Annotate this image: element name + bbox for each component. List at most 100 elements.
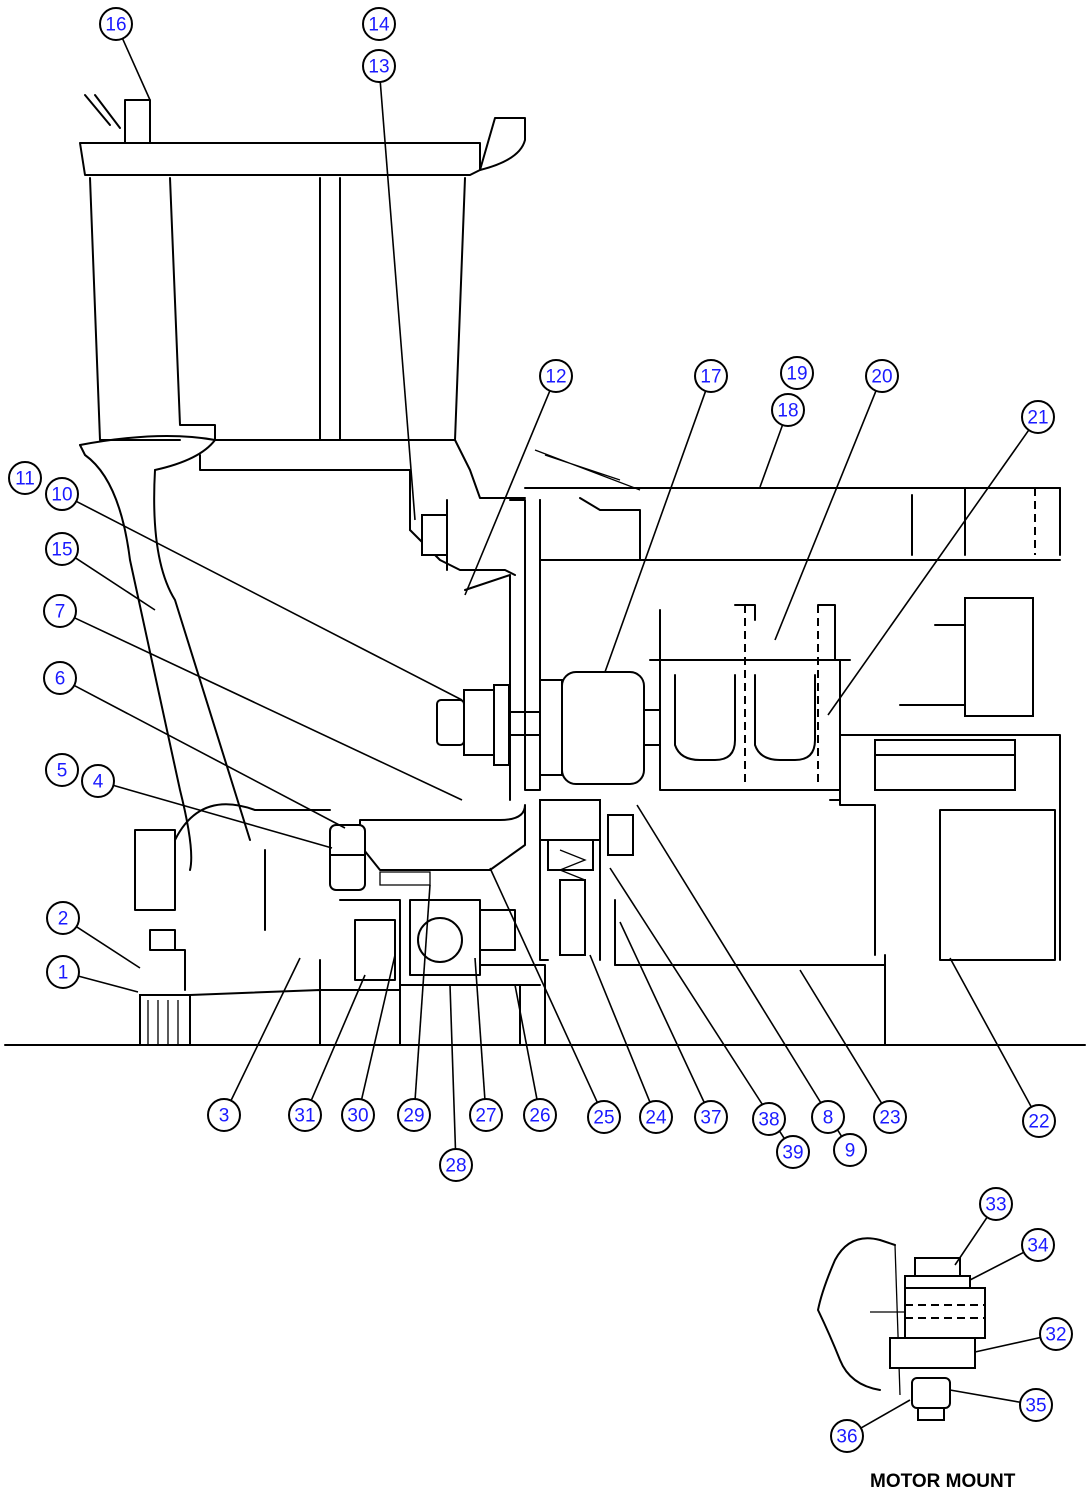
callout-32: 32	[1039, 1317, 1073, 1351]
leader-line-12	[464, 390, 551, 596]
callout-39: 39	[776, 1135, 810, 1169]
leader-line-15	[74, 557, 156, 611]
leader-line-36	[860, 1399, 911, 1429]
callout-13: 13	[362, 49, 396, 83]
leader-line-13	[379, 81, 416, 521]
callout-circle	[1021, 1228, 1055, 1262]
callout-circle	[1021, 400, 1055, 434]
leader-line-10	[75, 500, 463, 701]
callout-number: 38	[758, 1110, 779, 1131]
leader-line-37	[619, 921, 705, 1103]
leader-line-22	[949, 957, 1033, 1108]
callout-circle	[439, 1148, 473, 1182]
callout-number: 23	[879, 1108, 900, 1129]
callout-number: 16	[105, 15, 126, 36]
callout-circle	[45, 532, 79, 566]
leader-line-3	[230, 957, 301, 1101]
callout-11: 11	[8, 461, 42, 495]
leader-line-35	[949, 1389, 1021, 1404]
callout-circle	[207, 1098, 241, 1132]
callout-number: 14	[368, 15, 390, 36]
callout-circle	[1039, 1317, 1073, 1351]
callout-circle	[639, 1100, 673, 1134]
callout-number: 18	[777, 401, 798, 422]
callout-number: 1	[58, 963, 69, 984]
callout-number: 10	[51, 485, 72, 506]
leader-line-29	[414, 884, 431, 1100]
leader-line-26	[514, 984, 538, 1100]
callout-number: 5	[57, 761, 68, 782]
callout-number: 8	[823, 1108, 834, 1129]
callout-28: 28	[439, 1148, 473, 1182]
leader-line-39	[609, 867, 786, 1139]
callout-number: 28	[445, 1156, 466, 1177]
callout-17: 17	[694, 359, 728, 393]
leader-line-21	[827, 429, 1030, 716]
callout-23: 23	[873, 1100, 907, 1134]
callout-number: 24	[645, 1108, 667, 1129]
leader-line-7	[74, 617, 463, 801]
leader-line-6	[73, 684, 346, 829]
callout-number: 4	[93, 772, 104, 793]
callout-number: 36	[836, 1427, 857, 1448]
callout-29: 29	[397, 1098, 431, 1132]
callout-circle	[587, 1100, 621, 1134]
callout-circle	[341, 1098, 375, 1132]
leader-lines	[73, 38, 1041, 1429]
callout-number: 22	[1028, 1112, 1049, 1133]
callout-12: 12	[539, 359, 573, 393]
callout-5: 5	[45, 753, 79, 787]
callout-circle	[539, 359, 573, 393]
callout-circle	[979, 1187, 1013, 1221]
callout-number: 34	[1027, 1236, 1049, 1257]
callout-33: 33	[979, 1187, 1013, 1221]
callout-22: 22	[1022, 1104, 1056, 1138]
leader-line-24	[589, 954, 651, 1103]
leader-line-31	[310, 974, 366, 1101]
leader-line-18	[759, 424, 784, 488]
callout-14: 14	[362, 7, 396, 41]
callout-number: 6	[55, 669, 66, 690]
leader-line-9	[636, 804, 843, 1137]
callout-circle	[43, 661, 77, 695]
motor-mount-inset	[817, 1237, 986, 1421]
callout-number: 20	[871, 367, 892, 388]
callout-circle	[776, 1135, 810, 1169]
leader-line-16	[121, 38, 151, 101]
callout-30: 30	[341, 1098, 375, 1132]
leader-line-17	[604, 390, 707, 673]
leader-line-1	[78, 975, 139, 993]
leader-line-2	[75, 926, 141, 969]
callout-number: 12	[545, 367, 566, 388]
callout-number: 29	[403, 1106, 424, 1127]
leader-line-32	[974, 1336, 1041, 1353]
callout-circle	[833, 1133, 867, 1167]
callout-circle	[46, 955, 80, 989]
callout-31: 31	[288, 1098, 322, 1132]
leader-line-30	[360, 954, 396, 1100]
callout-16: 16	[99, 7, 133, 41]
callout-number: 31	[294, 1106, 315, 1127]
callout-number: 21	[1027, 408, 1048, 429]
callout-number: 27	[475, 1106, 496, 1127]
callout-number: 9	[845, 1141, 856, 1162]
callout-15: 15	[45, 532, 79, 566]
callout-25: 25	[587, 1100, 621, 1134]
callout-37: 37	[694, 1100, 728, 1134]
callout-circle	[830, 1419, 864, 1453]
callout-circle	[694, 359, 728, 393]
callout-35: 35	[1019, 1388, 1053, 1422]
leader-line-27	[474, 957, 486, 1100]
callout-circle	[8, 461, 42, 495]
callout-number: 11	[15, 469, 35, 490]
callout-19: 19	[780, 356, 814, 390]
callout-7: 7	[43, 594, 77, 628]
callout-10: 10	[45, 477, 79, 511]
callout-24: 24	[639, 1100, 673, 1134]
callout-34: 34	[1021, 1228, 1055, 1262]
callout-number: 19	[786, 364, 807, 385]
callout-4: 4	[81, 764, 115, 798]
callout-circle	[288, 1098, 322, 1132]
